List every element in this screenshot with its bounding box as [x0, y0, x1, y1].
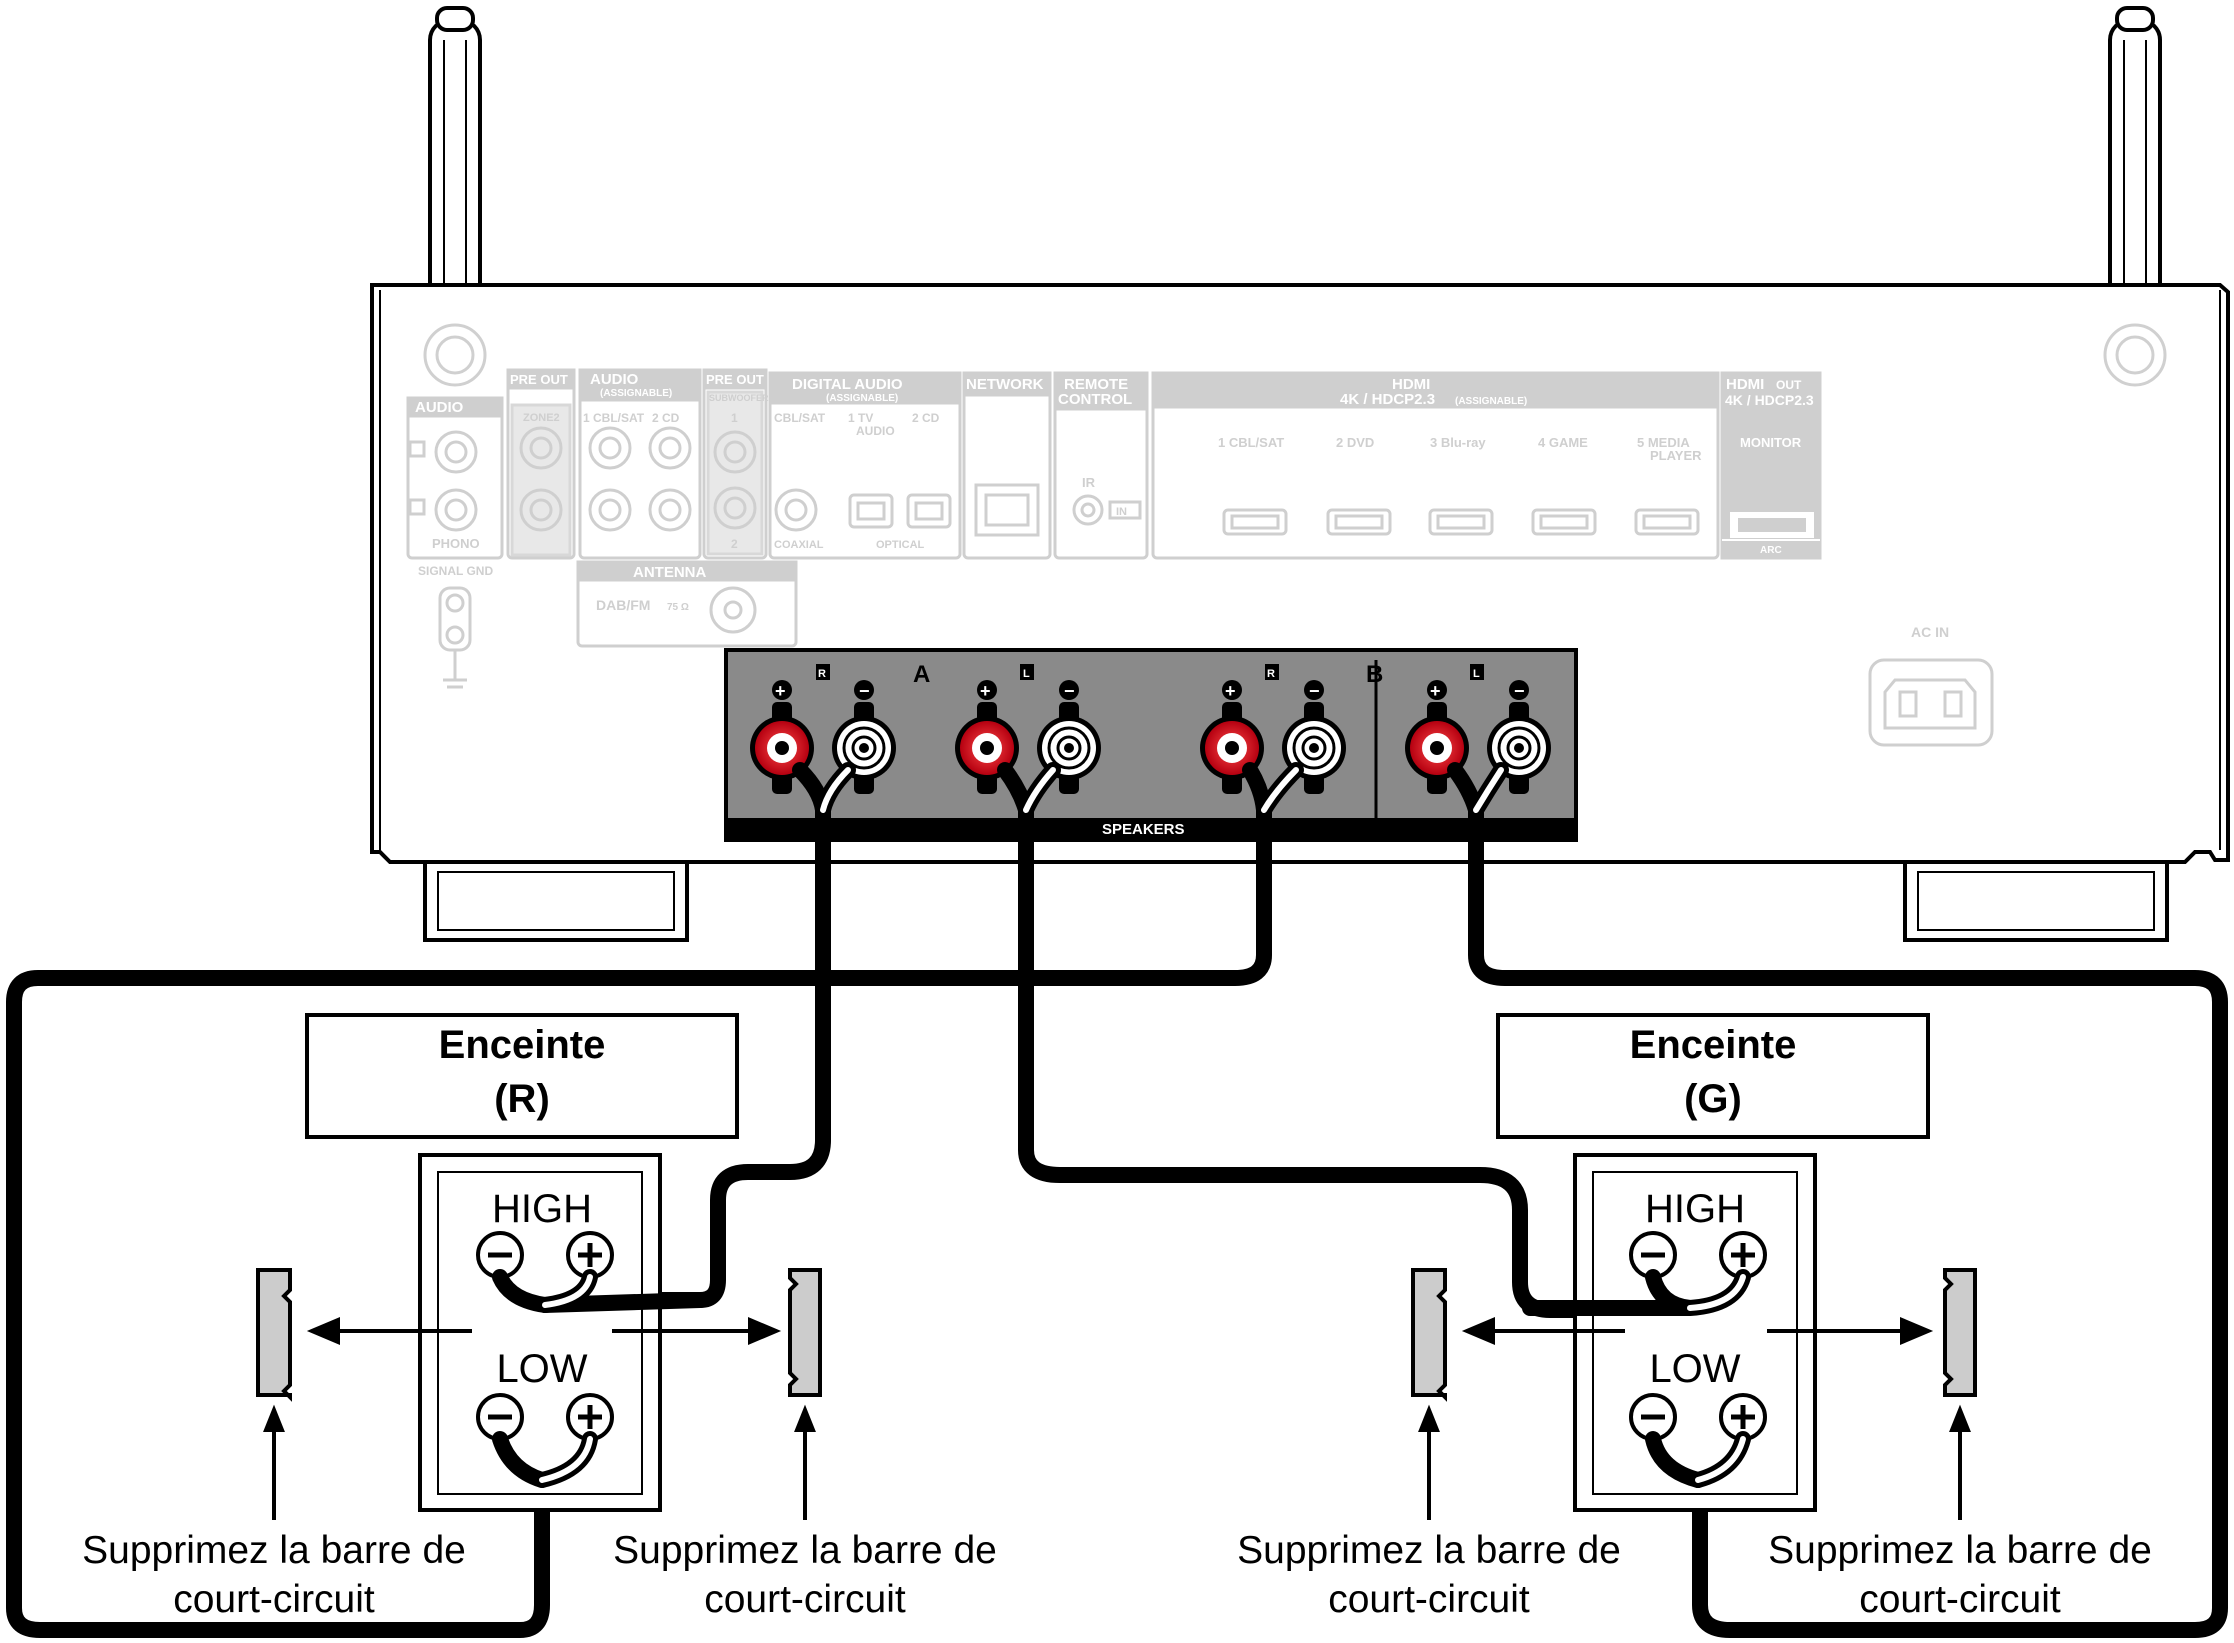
- polarity-signs: + − + − + − + −: [772, 680, 1529, 701]
- svg-text:L: L: [1023, 668, 1030, 680]
- svg-text:Supprimez la barre de: Supprimez la barre de: [613, 1529, 997, 1572]
- svg-text:1 CBL/SAT: 1 CBL/SAT: [583, 411, 645, 425]
- svg-text:(ASSIGNABLE): (ASSIGNABLE): [826, 393, 898, 404]
- svg-text:R: R: [1267, 668, 1275, 680]
- shorting-bar-icons: [256, 1268, 1977, 1402]
- svg-text:MONITOR: MONITOR: [1740, 435, 1802, 450]
- remove-bar-notes: Supprimez la barre de court-circuit Supp…: [82, 1529, 2152, 1621]
- svg-text:IN: IN: [466, 401, 478, 415]
- removal-arrows: [263, 1316, 1971, 1520]
- svg-text:+: +: [1430, 681, 1441, 701]
- svg-text:REMOTE: REMOTE: [1064, 376, 1128, 393]
- svg-text:IN: IN: [925, 378, 937, 392]
- svg-text:ANTENNA: ANTENNA: [633, 564, 706, 581]
- svg-text:3 Blu-ray: 3 Blu-ray: [1430, 435, 1486, 450]
- svg-text:1 TV: 1 TV: [848, 411, 873, 425]
- svg-text:Enceinte: Enceinte: [1630, 1023, 1797, 1067]
- svg-text:HDMI: HDMI: [1392, 376, 1430, 393]
- svg-text:LOW: LOW: [496, 1347, 587, 1391]
- svg-text:SUBWOOFER: SUBWOOFER: [709, 393, 769, 403]
- svg-text:4K / HDCP2.3: 4K / HDCP2.3: [1725, 392, 1814, 408]
- svg-text:court-circuit: court-circuit: [1859, 1578, 2061, 1621]
- svg-text:AUDIO: AUDIO: [590, 371, 639, 388]
- svg-text:PRE OUT: PRE OUT: [706, 372, 764, 387]
- svg-text:(ASSIGNABLE): (ASSIGNABLE): [600, 388, 672, 399]
- svg-text:court-circuit: court-circuit: [173, 1578, 375, 1621]
- svg-text:DIGITAL AUDIO: DIGITAL AUDIO: [792, 376, 903, 393]
- hdmi-out-port: [1722, 512, 1820, 541]
- channel-tags: R L R L: [816, 664, 1484, 680]
- svg-text:+: +: [775, 681, 786, 701]
- svg-text:PLAYER: PLAYER: [1650, 448, 1702, 463]
- speaker-internal-wires: [492, 1269, 1751, 1488]
- svg-text:1: 1: [731, 411, 738, 425]
- svg-text:−: −: [859, 681, 870, 701]
- svg-text:−: −: [1514, 681, 1525, 701]
- svg-text:(G): (G): [1684, 1077, 1742, 1121]
- svg-text:5 MEDIA: 5 MEDIA: [1637, 435, 1690, 450]
- svg-text:IR: IR: [1082, 475, 1096, 490]
- svg-text:Supprimez la barre de: Supprimez la barre de: [82, 1529, 466, 1572]
- svg-text:Supprimez la barre de: Supprimez la barre de: [1237, 1529, 1621, 1572]
- svg-text:CONTROL: CONTROL: [1058, 391, 1132, 408]
- svg-text:Supprimez la barre de: Supprimez la barre de: [1768, 1529, 2152, 1572]
- svg-text:NETWORK: NETWORK: [966, 376, 1044, 393]
- speakers-label: SPEAKERS: [1102, 821, 1185, 838]
- svg-text:DAB/FM: DAB/FM: [596, 597, 650, 613]
- rear-panel-labels: AUDIO IN L R PHONO SIGNAL GND PRE OUT ZO…: [413, 371, 1949, 640]
- svg-text:SIGNAL GND: SIGNAL GND: [418, 564, 493, 578]
- svg-text:−: −: [1309, 681, 1320, 701]
- svg-text:75 Ω: 75 Ω: [667, 602, 689, 613]
- svg-text:Enceinte: Enceinte: [439, 1023, 606, 1067]
- svg-text:(ASSIGNABLE): (ASSIGNABLE): [1455, 396, 1527, 407]
- svg-text:AUDIO: AUDIO: [856, 424, 895, 438]
- svg-text:HIGH: HIGH: [1645, 1187, 1745, 1231]
- svg-text:OUT: OUT: [1776, 378, 1802, 392]
- svg-text:LOW: LOW: [1649, 1347, 1740, 1391]
- svg-text:court-circuit: court-circuit: [1328, 1578, 1530, 1621]
- svg-text:IN: IN: [1448, 378, 1460, 392]
- svg-text:court-circuit: court-circuit: [704, 1578, 906, 1621]
- speaker-g-label-box: Enceinte (G): [1496, 1013, 1930, 1139]
- svg-text:HIGH: HIGH: [492, 1187, 592, 1231]
- svg-text:4 GAME: 4 GAME: [1538, 435, 1588, 450]
- svg-text:ZONE2: ZONE2: [523, 412, 560, 424]
- svg-text:CBL/SAT: CBL/SAT: [774, 411, 826, 425]
- svg-text:AC IN: AC IN: [1911, 624, 1949, 640]
- group-a-label: A: [913, 661, 930, 688]
- antenna-base-left: [423, 323, 487, 387]
- speaker-g-terminal-panel: HIGH LOW: [1573, 1153, 1817, 1512]
- svg-text:2 CD: 2 CD: [652, 411, 680, 425]
- svg-text:L: L: [1473, 668, 1480, 680]
- svg-text:ARC: ARC: [1760, 545, 1782, 556]
- svg-text:1 CBL/SAT: 1 CBL/SAT: [1218, 435, 1284, 450]
- svg-text:L: L: [413, 443, 420, 457]
- svg-text:+: +: [980, 681, 991, 701]
- svg-text:R: R: [818, 668, 826, 680]
- svg-text:(R): (R): [494, 1077, 550, 1121]
- svg-text:OPTICAL: OPTICAL: [876, 539, 925, 551]
- speaker-cables: [6, 762, 2228, 1638]
- svg-text:IN: IN: [655, 373, 667, 387]
- speaker-r-label-box: Enceinte (R): [305, 1013, 739, 1139]
- svg-text:COAXIAL: COAXIAL: [774, 539, 824, 551]
- svg-text:2 CD: 2 CD: [912, 411, 940, 425]
- antenna-base-right: [2103, 323, 2167, 387]
- svg-text:HDMI: HDMI: [1726, 376, 1764, 393]
- svg-text:PRE OUT: PRE OUT: [510, 372, 568, 387]
- svg-text:2: 2: [731, 537, 738, 551]
- svg-text:AUDIO: AUDIO: [415, 399, 464, 416]
- svg-text:−: −: [1064, 681, 1075, 701]
- svg-text:PHONO: PHONO: [432, 536, 480, 551]
- svg-text:2 DVD: 2 DVD: [1336, 435, 1374, 450]
- group-b-label: B: [1366, 661, 1383, 688]
- svg-text:4K / HDCP2.3: 4K / HDCP2.3: [1340, 391, 1435, 408]
- svg-text:R: R: [413, 501, 422, 515]
- svg-text:IN: IN: [1116, 506, 1127, 518]
- svg-text:+: +: [1225, 681, 1236, 701]
- speakers-panel: SPEAKERS A B R L R L + − + − + − + −: [724, 648, 1578, 842]
